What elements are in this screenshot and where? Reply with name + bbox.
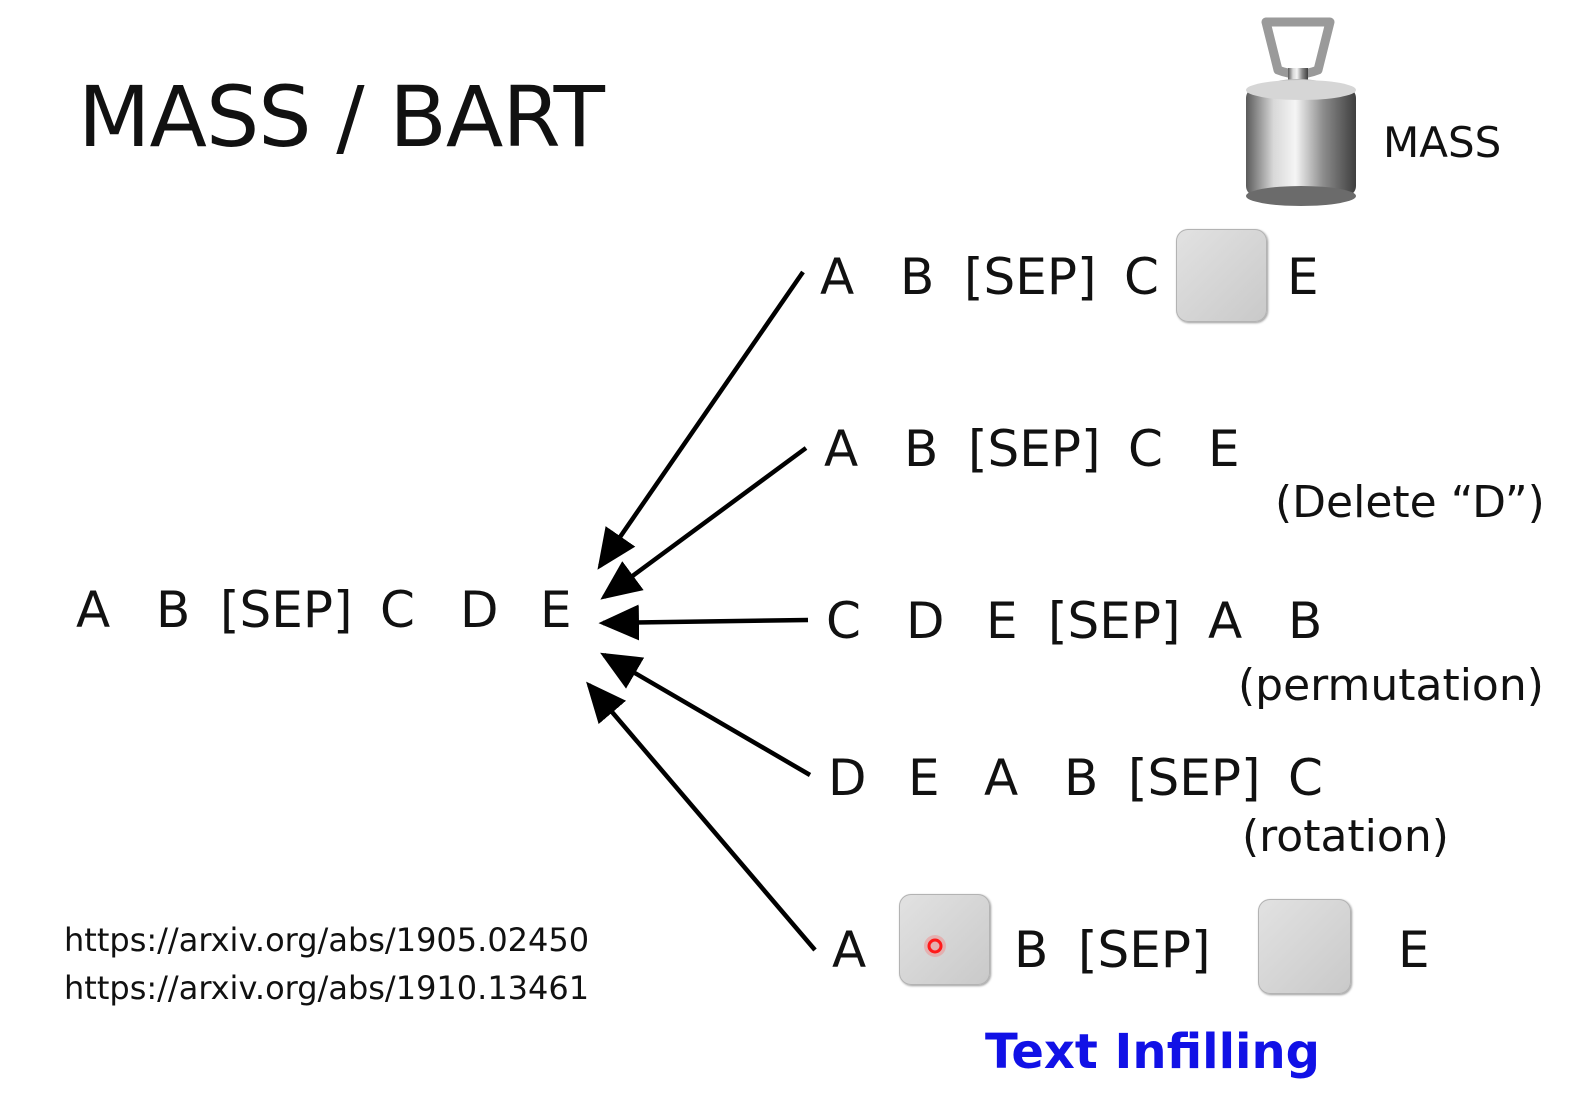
token: E [540,581,572,639]
arrow-infilling [586,681,817,952]
token: E [986,592,1018,650]
token: [SEP] [968,420,1101,478]
token: [SEP] [1078,921,1211,979]
pointer-dot-icon [924,935,946,957]
delete-note: (Delete “D”) [1275,477,1545,528]
token: D [460,581,499,639]
source-sequence: A B [SEP] C D E [0,585,600,641]
mask-token [1176,229,1267,322]
token: A [832,921,867,979]
token: E [1287,248,1319,306]
token: [SEP] [1128,749,1261,807]
page-title: MASS / BART [78,68,605,166]
token: C [1288,749,1323,807]
token: B [904,420,939,478]
token: D [828,749,867,807]
mask-token [899,894,990,985]
row-delete: A B [SEP] C E [0,424,1573,480]
rotation-note: (rotation) [1242,811,1449,862]
paper-link-mass[interactable]: https://arxiv.org/abs/1905.02450 [64,921,590,959]
token: B [1064,749,1099,807]
token: E [908,749,940,807]
token: C [380,581,415,639]
token: A [824,420,859,478]
token: C [826,592,861,650]
token: B [1288,592,1323,650]
row-rotation: D E A B [SEP] C [0,753,1573,809]
arrow-rotation [600,652,812,777]
weight-icon [1246,17,1356,206]
token: C [1124,248,1159,306]
mass-label: MASS [1383,118,1502,167]
mask-token [1258,899,1351,994]
token: E [1208,420,1240,478]
token: E [1398,921,1430,979]
arrow-permutation [598,604,809,641]
arrow-delete [600,446,808,600]
arrow-masked [597,270,805,570]
row-infilling: A B [SEP] E [0,925,1573,981]
token: C [1128,420,1163,478]
token: [SEP] [964,248,1097,306]
token: A [820,248,855,306]
token: B [156,581,191,639]
token: A [76,581,111,639]
token: [SEP] [220,581,353,639]
text-infilling-label: Text Infilling [985,1024,1321,1080]
token: B [1014,921,1049,979]
row-masked: A B [SEP] C E [0,252,1573,308]
token: B [900,248,935,306]
row-permutation: C D E [SEP] A B [0,596,1573,652]
permutation-note: (permutation) [1238,660,1544,711]
token: D [906,592,945,650]
paper-link-bart[interactable]: https://arxiv.org/abs/1910.13461 [64,969,590,1007]
token: A [984,749,1019,807]
token: [SEP] [1048,592,1181,650]
token: A [1208,592,1243,650]
